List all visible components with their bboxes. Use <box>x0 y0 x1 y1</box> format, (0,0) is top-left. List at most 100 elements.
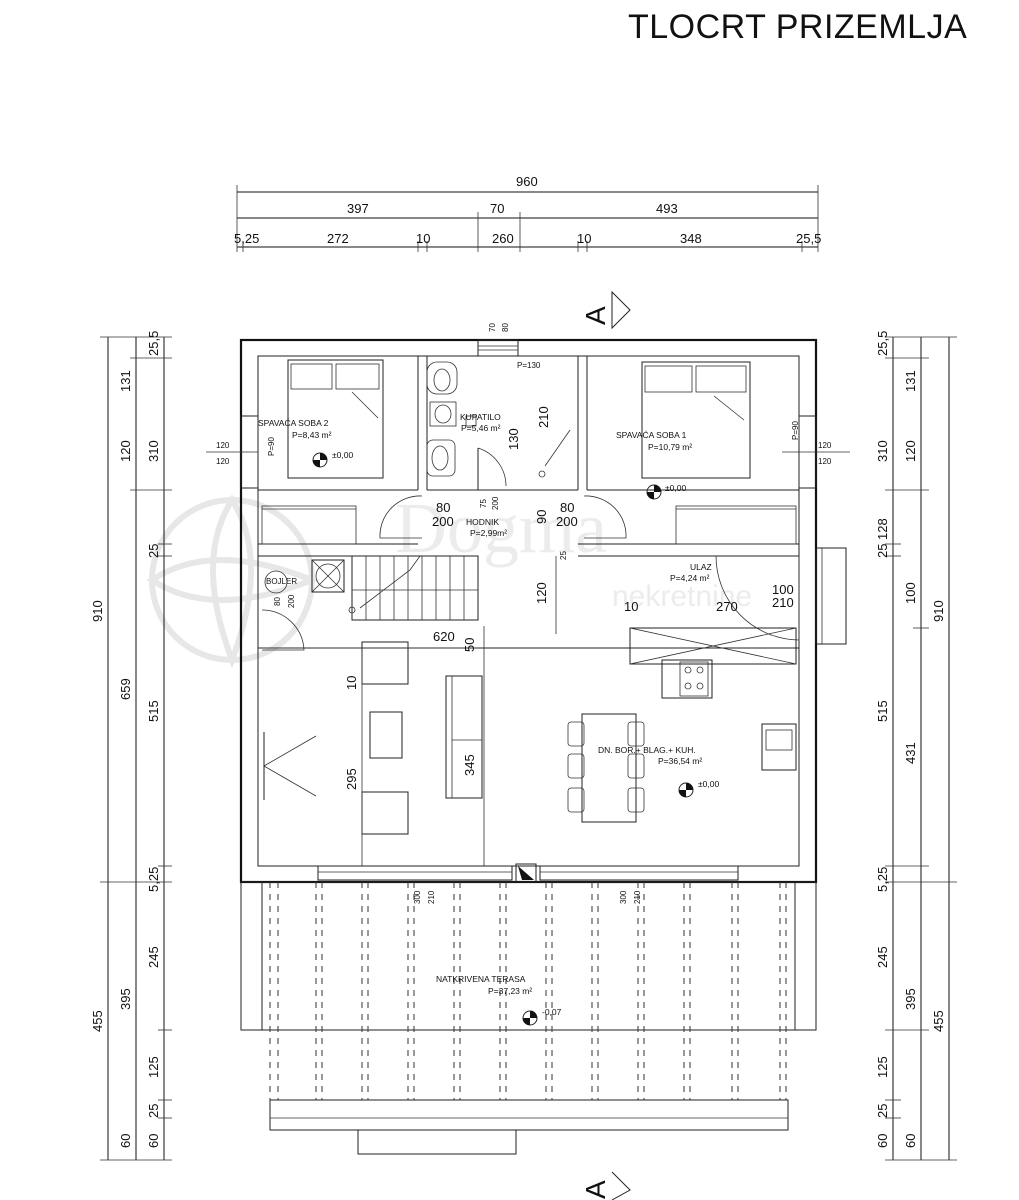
svg-text:130: 130 <box>506 428 521 450</box>
svg-text:80: 80 <box>436 500 450 515</box>
living-area: P=36,54 m² <box>658 756 702 766</box>
bedroom-2-area: P=8,43 m² <box>292 430 332 440</box>
svg-text:210: 210 <box>772 595 794 610</box>
svg-text:P=90: P=90 <box>267 437 276 456</box>
bathroom-area: P=5,46 m² <box>461 423 501 433</box>
svg-text:120: 120 <box>818 441 832 450</box>
svg-text:A: A <box>580 1180 611 1199</box>
svg-text:200: 200 <box>491 496 500 510</box>
dim-right-25b: 25 <box>875 1104 890 1118</box>
stairs <box>348 555 479 621</box>
dim-272: 272 <box>327 231 349 246</box>
bathroom: KUPATILO P=5,46 m² P=130 130 210 <box>426 361 571 490</box>
terrace-area: P=37,23 m² <box>488 986 532 996</box>
dim-right-131: 131 <box>903 370 918 392</box>
left-window: 120 120 P=90 <box>206 415 276 489</box>
dim-right-5-25: 5,25 <box>875 867 890 892</box>
dimension-chain-left: 910 455 131 120 659 395 60 25,5 310 25 5… <box>90 331 172 1161</box>
terrace-name: NATKRIVENA TERASA <box>436 974 526 984</box>
dim-right-245: 245 <box>875 946 890 968</box>
dim-left-245: 245 <box>146 946 161 968</box>
dim-left-515: 515 <box>146 700 161 722</box>
dim-260: 260 <box>492 231 514 246</box>
dim-left-25-5: 25,5 <box>146 331 161 356</box>
bedroom-1-area: P=10,79 m² <box>648 442 692 452</box>
top-window: 70 80 <box>477 323 519 357</box>
boiler-room: BOJLER 80 200 <box>261 559 345 651</box>
south-wall: 300 210 300 210 <box>317 863 739 904</box>
dim-right-910: 910 <box>931 600 946 622</box>
dim-10b: 10 <box>577 231 591 246</box>
dim-left-455: 455 <box>90 1010 105 1032</box>
dim-397: 397 <box>347 201 369 216</box>
svg-text:345: 345 <box>462 754 477 776</box>
bedroom-2-name: SPAVAĆA SOBA 2 <box>258 418 329 428</box>
dimension-chain-top: 960 397 70 493 5,25 272 10 260 10 348 25… <box>234 174 821 252</box>
svg-text:120: 120 <box>216 441 230 450</box>
right-window: 120 120 P=90 <box>782 415 850 489</box>
dim-left-5-25: 5,25 <box>146 867 161 892</box>
watermark-sub: nekretnine <box>612 580 752 613</box>
dim-right-100: 100 <box>903 582 918 604</box>
svg-text:300: 300 <box>413 890 422 904</box>
svg-text:200: 200 <box>287 594 296 608</box>
landing-marker: 25 <box>559 551 568 560</box>
dim-left-125: 125 <box>146 1056 161 1078</box>
dim-25-5: 25,5 <box>796 231 821 246</box>
bedroom-1-level: ±0,00 <box>665 483 686 493</box>
svg-text:80: 80 <box>560 500 574 515</box>
svg-text:300: 300 <box>619 890 628 904</box>
dim-left-25b: 25 <box>146 1104 161 1118</box>
hallway-name: HODNIK <box>466 517 499 527</box>
dim-left-310: 310 <box>146 440 161 462</box>
page-title: TLOCRT PRIZEMLJA <box>628 8 968 46</box>
svg-text:90: 90 <box>534 510 549 524</box>
svg-text:120: 120 <box>216 457 230 466</box>
entrance: ULAZ P=4,24 m² 100 210 10 270 120 <box>534 547 847 645</box>
dimension-chain-right: 25,5 310 128 25 515 5,25 245 125 25 60 1… <box>875 331 957 1161</box>
svg-text:75: 75 <box>479 499 488 508</box>
dim-right-25-5: 25,5 <box>875 331 890 356</box>
dim-total: 960 <box>516 174 538 189</box>
dim-right-125: 125 <box>875 1056 890 1078</box>
dim-left-25: 25 <box>146 544 161 558</box>
terrace-level: -0,07 <box>542 1007 562 1017</box>
dim-left-60a: 60 <box>118 1134 133 1148</box>
dim-right-395: 395 <box>903 988 918 1010</box>
svg-text:80: 80 <box>501 323 510 332</box>
svg-text:25: 25 <box>559 551 568 560</box>
svg-text:270: 270 <box>716 599 738 614</box>
svg-text:200: 200 <box>432 514 454 529</box>
dim-right-128: 128 <box>875 518 890 540</box>
bedroom-2-level: ±0,00 <box>332 450 353 460</box>
dim-right-310: 310 <box>875 440 890 462</box>
living-level: ±0,00 <box>698 779 719 789</box>
terrace: NATKRIVENA TERASA P=37,23 m² -0,07 <box>240 881 817 1155</box>
section-marker-bottom: A <box>580 1171 631 1200</box>
svg-text:120: 120 <box>818 457 832 466</box>
dim-right-515: 515 <box>875 700 890 722</box>
dim-right-455: 455 <box>931 1010 946 1032</box>
watermark: Dogma nekretnine <box>146 488 752 669</box>
dim-left-910: 910 <box>90 600 105 622</box>
living-room: DN. BOR.+ BLAG.+ KUH. P=36,54 m² ±0,00 6… <box>258 626 797 866</box>
dim-348: 348 <box>680 231 702 246</box>
bathroom-name: KUPATILO <box>460 412 501 422</box>
dim-right-60a: 60 <box>875 1134 890 1148</box>
svg-text:210: 210 <box>536 406 551 428</box>
hallway: HODNIK P=2,99m² 80 200 80 200 75 200 90 <box>379 495 627 539</box>
dim-left-131: 131 <box>118 370 133 392</box>
entrance-name: ULAZ <box>690 562 712 572</box>
dim-493: 493 <box>656 201 678 216</box>
hallway-area: P=2,99m² <box>470 528 507 538</box>
svg-text:200: 200 <box>556 514 578 529</box>
bedroom-2: SPAVAĆA SOBA 2 P=8,43 m² ±0,00 <box>258 359 384 545</box>
dim-left-659: 659 <box>118 678 133 700</box>
dim-right-431: 431 <box>903 742 918 764</box>
dim-10a: 10 <box>416 231 430 246</box>
svg-text:80: 80 <box>273 597 282 606</box>
svg-text:620: 620 <box>433 629 455 644</box>
svg-text:50: 50 <box>462 638 477 652</box>
svg-text:210: 210 <box>427 890 436 904</box>
